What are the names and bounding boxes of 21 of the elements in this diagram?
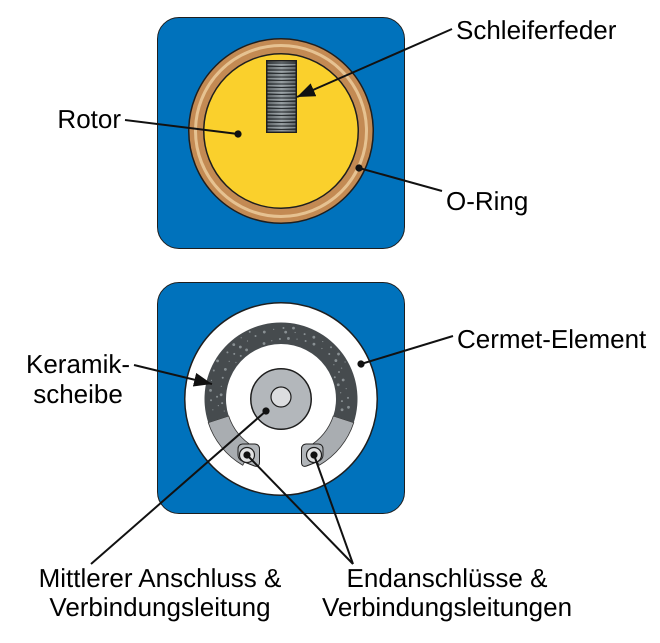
leader-line bbox=[90, 407, 270, 565]
part-label: Schleiferfeder bbox=[452, 15, 620, 45]
leader-line bbox=[243, 451, 354, 565]
leader-line bbox=[310, 451, 354, 564]
coil-spring bbox=[266, 60, 297, 133]
ceramic-arc bbox=[204, 322, 358, 466]
o-ring bbox=[188, 38, 374, 224]
leader-line bbox=[124, 119, 242, 138]
part-label: Rotor bbox=[53, 104, 125, 134]
part-label: Endanschlüsse & Verbindungsleitungen bbox=[312, 564, 582, 622]
leader-line bbox=[296, 28, 452, 98]
part-label: O-Ring bbox=[442, 186, 532, 216]
leader-line bbox=[357, 335, 454, 368]
cermet-disc bbox=[184, 302, 378, 496]
leader-line bbox=[355, 164, 442, 192]
part-label: Keramik- scheibe bbox=[22, 349, 134, 409]
center-terminal bbox=[250, 368, 312, 430]
part-label: Cermet-Element bbox=[453, 324, 650, 354]
leader-line bbox=[134, 364, 212, 387]
part-label: Mittlerer Anschluss & Verbindungsleitung bbox=[25, 564, 295, 622]
rotor-disc bbox=[203, 53, 359, 209]
